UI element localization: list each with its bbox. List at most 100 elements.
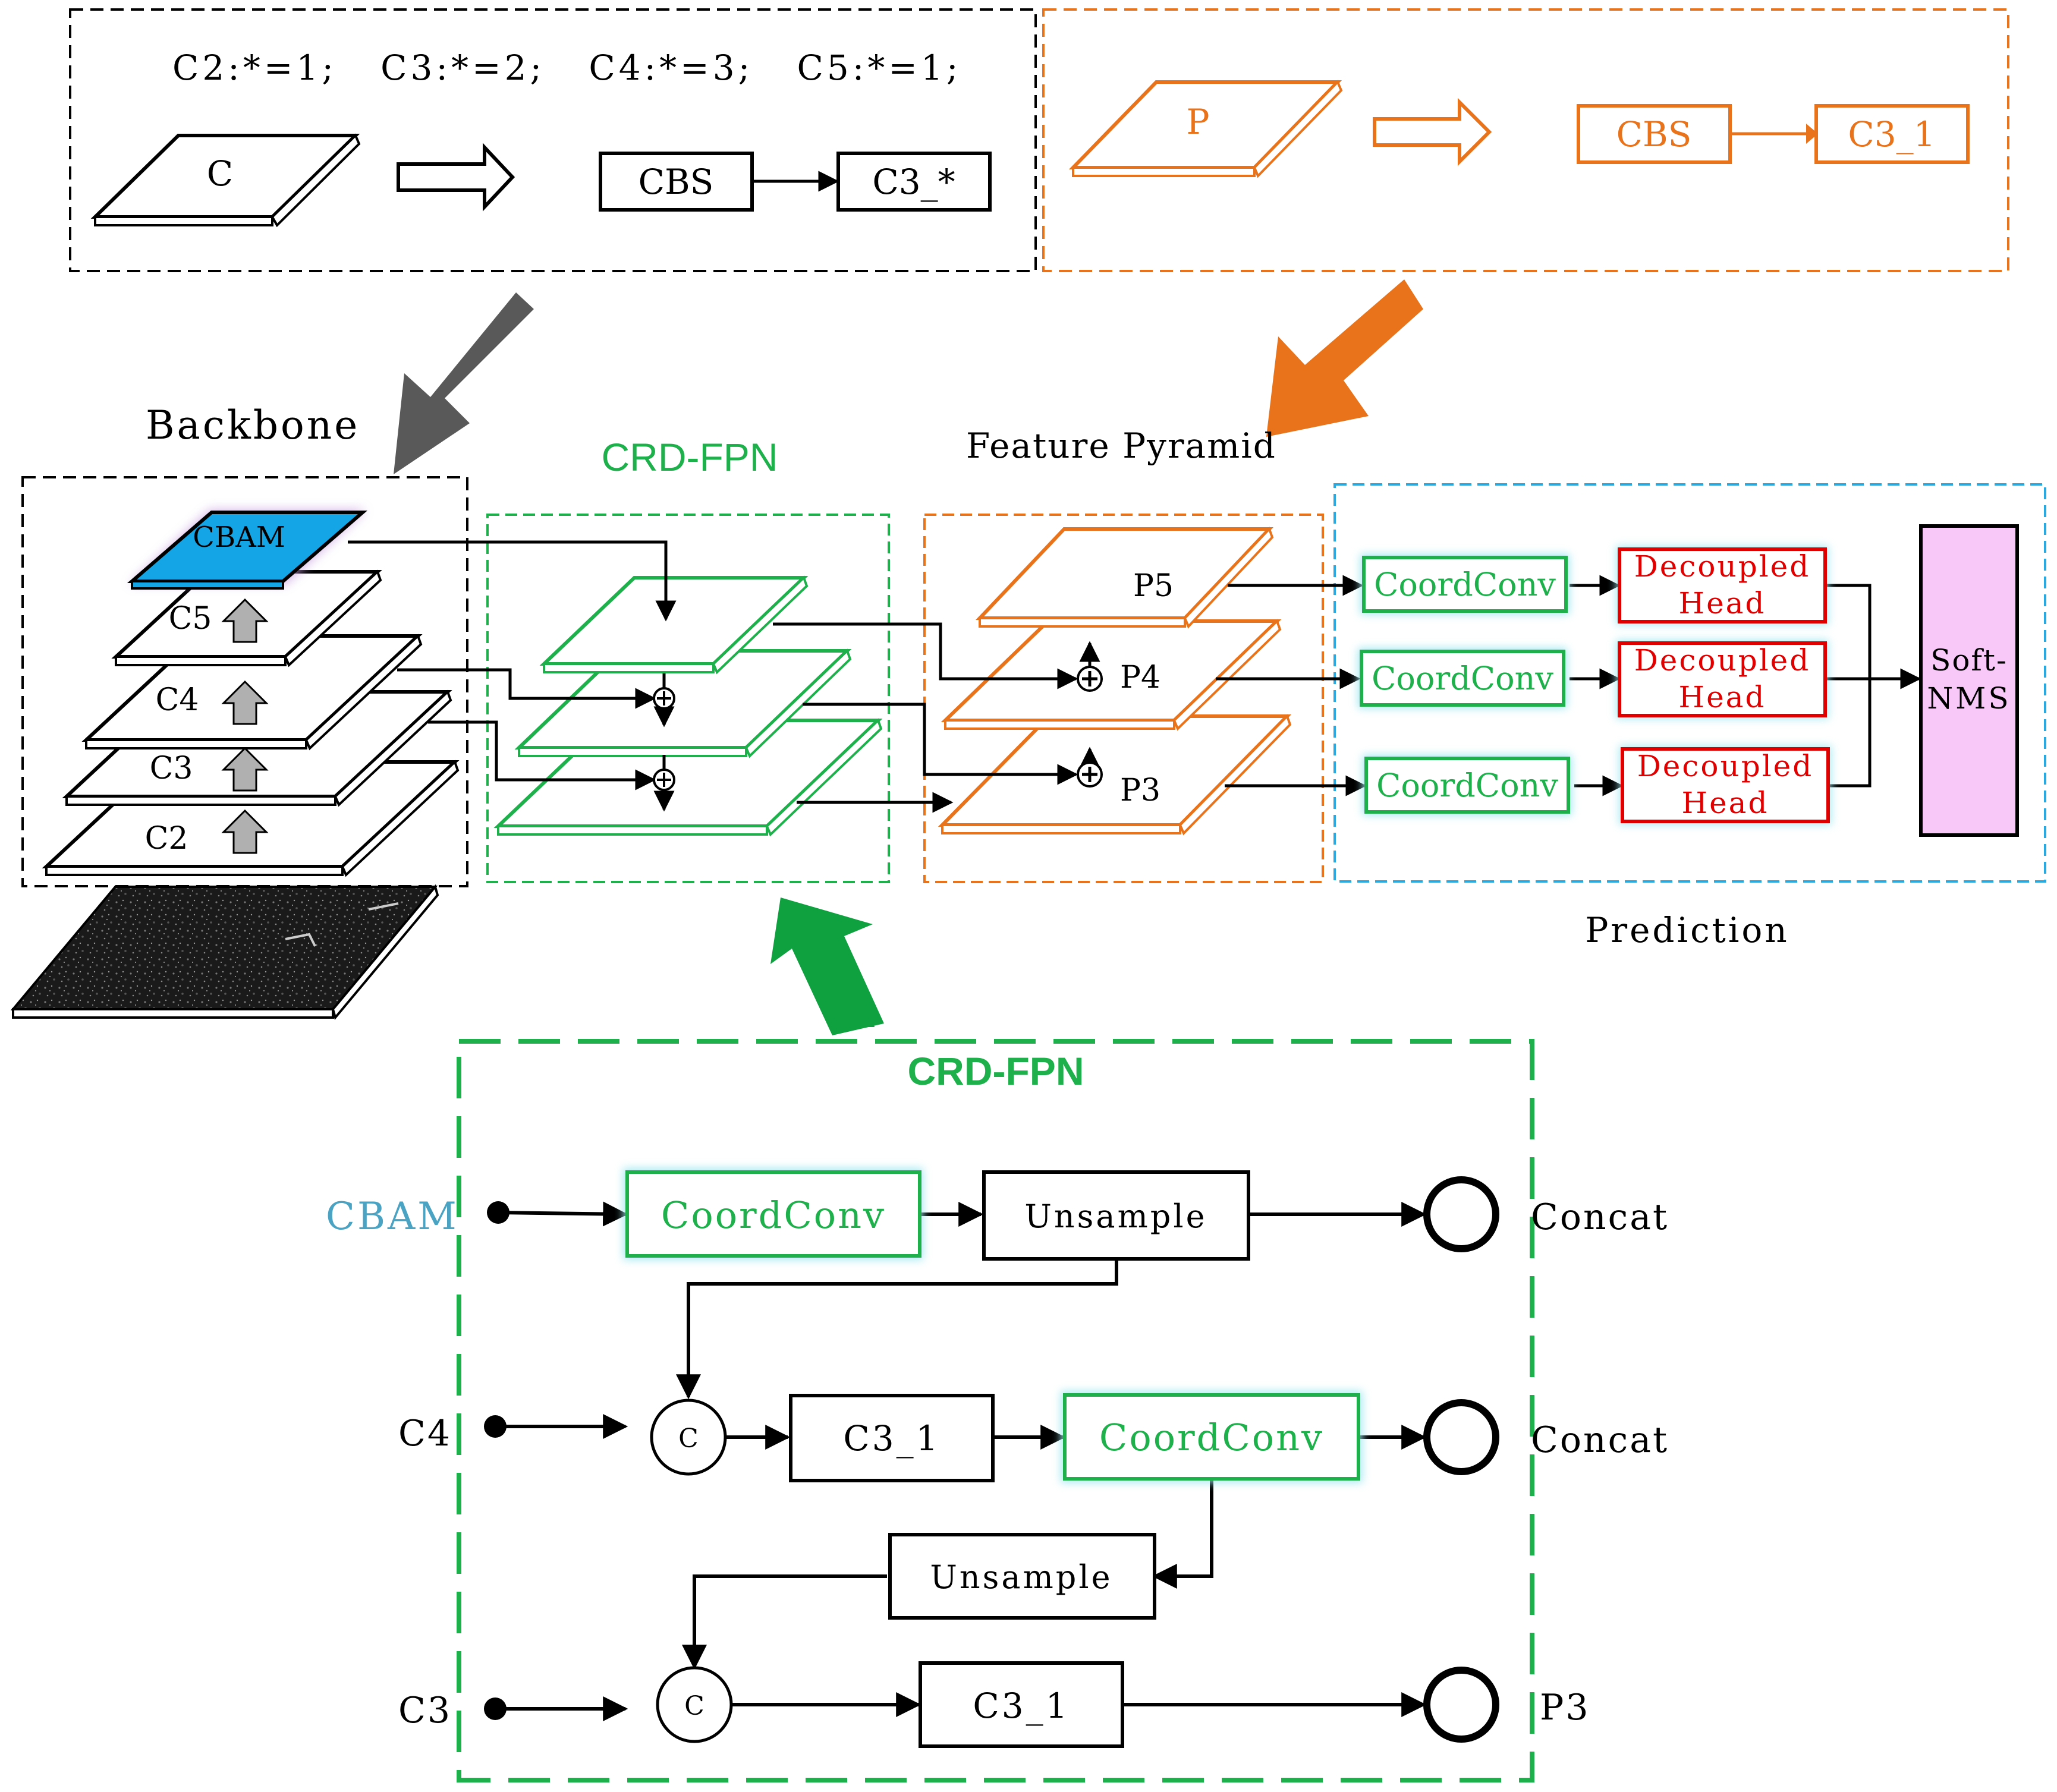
legend-hollow-arrow-orange <box>1373 97 1492 166</box>
detail-unsample-1 <box>982 1170 1250 1261</box>
prediction-coordconv-2: CoordConv <box>1358 648 1567 708</box>
input-image <box>10 884 439 1021</box>
detail-unsample-label-1: Unsample <box>1024 1198 1207 1235</box>
legend-cbs-label-orange: CBS <box>1616 114 1692 155</box>
detail-c3-1-row2 <box>789 1394 995 1482</box>
backbone-label-cbam: CBAM <box>193 521 285 554</box>
soft-nms-line1: Soft- <box>1930 643 2008 678</box>
soft-nms-line2: NMS <box>1927 681 2011 716</box>
pyramid-plate-p3: P3 <box>938 714 1292 836</box>
up-arrow-icon <box>221 809 269 854</box>
up-arrow-icon <box>221 598 269 643</box>
input-dot-icon <box>484 1697 507 1720</box>
input-dot-icon <box>487 1201 509 1224</box>
up-arrow-icon <box>221 680 269 725</box>
detail-input-cbam: CBAM <box>326 1195 459 1239</box>
prediction-coordconv-label-3: CoordConv <box>1376 767 1558 804</box>
pyramid-plate-p4: P4 <box>941 619 1282 731</box>
concat-output-icon <box>1423 1176 1499 1252</box>
legend-pyramid-box: P CBS C3_1 <box>1042 8 2009 272</box>
decoupled-head-line2-2: Head <box>1678 680 1766 714</box>
backbone-label-c4: C4 <box>156 682 199 718</box>
backbone-layer-c4: C4 <box>81 634 423 751</box>
legend-plate-label: C <box>207 153 233 194</box>
prediction-title: Prediction <box>1585 910 1789 950</box>
soft-nms-box: Soft- NMS <box>1919 524 2019 837</box>
pyramid-label-p3: P3 <box>1120 773 1160 808</box>
decoupled-head-3: Decoupled Head <box>1619 745 1832 825</box>
detail-coordconv-label-2: CoordConv <box>1099 1416 1324 1459</box>
backbone-label-c2: C2 <box>145 821 188 856</box>
backbone-layer-cbam: CBAM <box>127 510 368 590</box>
plus-node-icon <box>1077 666 1103 692</box>
legend-hollow-arrow <box>397 143 515 212</box>
concat-node-icon <box>656 1666 733 1743</box>
legend-backbone-box: C2:*=1; C3:*=2; C4:*=3; C5:*=1; C CBS C3… <box>69 8 1037 272</box>
pyramid-label-p4: P4 <box>1120 660 1160 695</box>
feature-pyramid-box <box>923 514 1324 883</box>
detail-coordconv-2: CoordConv <box>1061 1391 1363 1483</box>
legend-plate-c: C <box>90 133 361 228</box>
legend-cbs-box-orange <box>1577 104 1732 164</box>
concat-node-icon <box>650 1399 727 1476</box>
backbone-title: Backbone <box>146 402 360 448</box>
input-dot-icon <box>484 1415 507 1438</box>
legend-c3-label-orange: C3_1 <box>1848 114 1935 155</box>
detail-concat-label-3: C <box>684 1691 704 1721</box>
legend-c3-box <box>836 152 992 212</box>
backbone-label-c5: C5 <box>169 601 212 637</box>
detail-unsample-2 <box>888 1533 1156 1620</box>
legend-rule-text: C2:*=1; C3:*=2; C4:*=3; C5:*=1; <box>172 48 961 88</box>
detail-box <box>457 1039 1534 1782</box>
prediction-coordconv-1: CoordConv <box>1360 554 1570 615</box>
legend-cbs-box <box>599 152 754 212</box>
legend-c3-box-orange <box>1814 104 1970 164</box>
legend-c3-label: C3_* <box>872 162 955 202</box>
prediction-coordconv-3: CoordConv <box>1363 755 1572 815</box>
detail-input-c4: C4 <box>398 1413 452 1454</box>
crd-fpn-plate-middle <box>514 648 852 758</box>
detail-title: CRD-FPN <box>908 1049 1084 1093</box>
prediction-box <box>1333 483 2046 883</box>
orange-pointer-arrow <box>1266 279 1423 437</box>
pyramid-label-p5: P5 <box>1133 568 1174 604</box>
decoupled-head-line1-3: Decoupled <box>1637 749 1814 783</box>
green-pointer-arrow-body <box>770 897 884 1035</box>
legend-plate-p: P <box>1068 80 1343 178</box>
detail-output-1: Concat <box>1531 1196 1669 1238</box>
decoupled-head-line1-2: Decoupled <box>1634 643 1811 678</box>
crd-fpn-title-top: CRD-FPN <box>602 435 778 479</box>
detail-connections <box>495 1201 1427 1721</box>
plus-node-icon <box>653 687 675 710</box>
detail-c3-label-row2: C3_1 <box>843 1418 940 1459</box>
decoupled-head-line2-1: Head <box>1678 586 1766 621</box>
legend-cbs-label: CBS <box>639 162 714 202</box>
prediction-coordconv-label-1: CoordConv <box>1374 566 1556 603</box>
detail-output-3: P3 <box>1540 1687 1590 1728</box>
detail-coordconv-label-1: CoordConv <box>661 1193 886 1237</box>
pyramid-plate-p5: P5 <box>976 527 1274 629</box>
up-arrow-icon <box>221 747 269 792</box>
detail-concat-label-2: C <box>678 1423 699 1454</box>
detail-c3-1-row3 <box>919 1661 1124 1748</box>
gray-pointer-arrow <box>394 292 534 474</box>
feature-pyramid-title: Feature Pyramid <box>966 426 1276 466</box>
detail-input-c3: C3 <box>398 1690 452 1731</box>
pyramid-to-prediction-connections <box>1216 575 1921 796</box>
prediction-coordconv-label-2: CoordConv <box>1372 660 1553 697</box>
legend-plate-p-label: P <box>1186 102 1209 142</box>
p3-output-icon <box>1423 1667 1499 1743</box>
decoupled-head-1: Decoupled Head <box>1616 546 1829 625</box>
detail-c3-label-row3: C3_1 <box>973 1686 1070 1726</box>
concat-output-icon <box>1423 1399 1499 1475</box>
backbone-label-c3: C3 <box>150 751 193 786</box>
decoupled-head-line1-1: Decoupled <box>1634 549 1811 584</box>
detail-coordconv-1: CoordConv <box>623 1168 923 1260</box>
backbone-layer-c5: C5 <box>111 569 382 667</box>
crd-fpn-box-top <box>486 514 890 883</box>
detail-output-2: Concat <box>1531 1419 1669 1461</box>
decoupled-head-2: Decoupled Head <box>1616 640 1829 719</box>
detail-unsample-label-2: Unsample <box>930 1558 1112 1596</box>
plus-node-icon <box>1077 761 1103 788</box>
